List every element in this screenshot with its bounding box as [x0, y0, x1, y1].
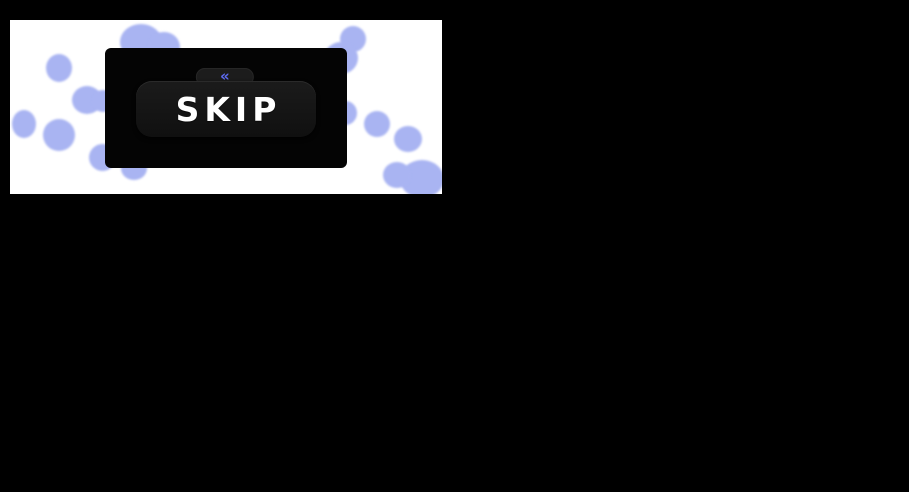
- paint-blob: [12, 110, 36, 138]
- paint-blob: [43, 119, 75, 151]
- paint-blob: [383, 162, 411, 188]
- paint-blob: [364, 111, 390, 137]
- skip-button-label: SKIP: [175, 89, 282, 129]
- double-chevron-left-icon: «: [219, 66, 230, 85]
- game-viewport: « SKIP: [10, 20, 442, 194]
- paint-blob: [46, 54, 72, 82]
- paint-blob: [394, 126, 422, 152]
- dialog-panel: « SKIP: [105, 48, 347, 168]
- skip-button[interactable]: SKIP: [136, 81, 316, 137]
